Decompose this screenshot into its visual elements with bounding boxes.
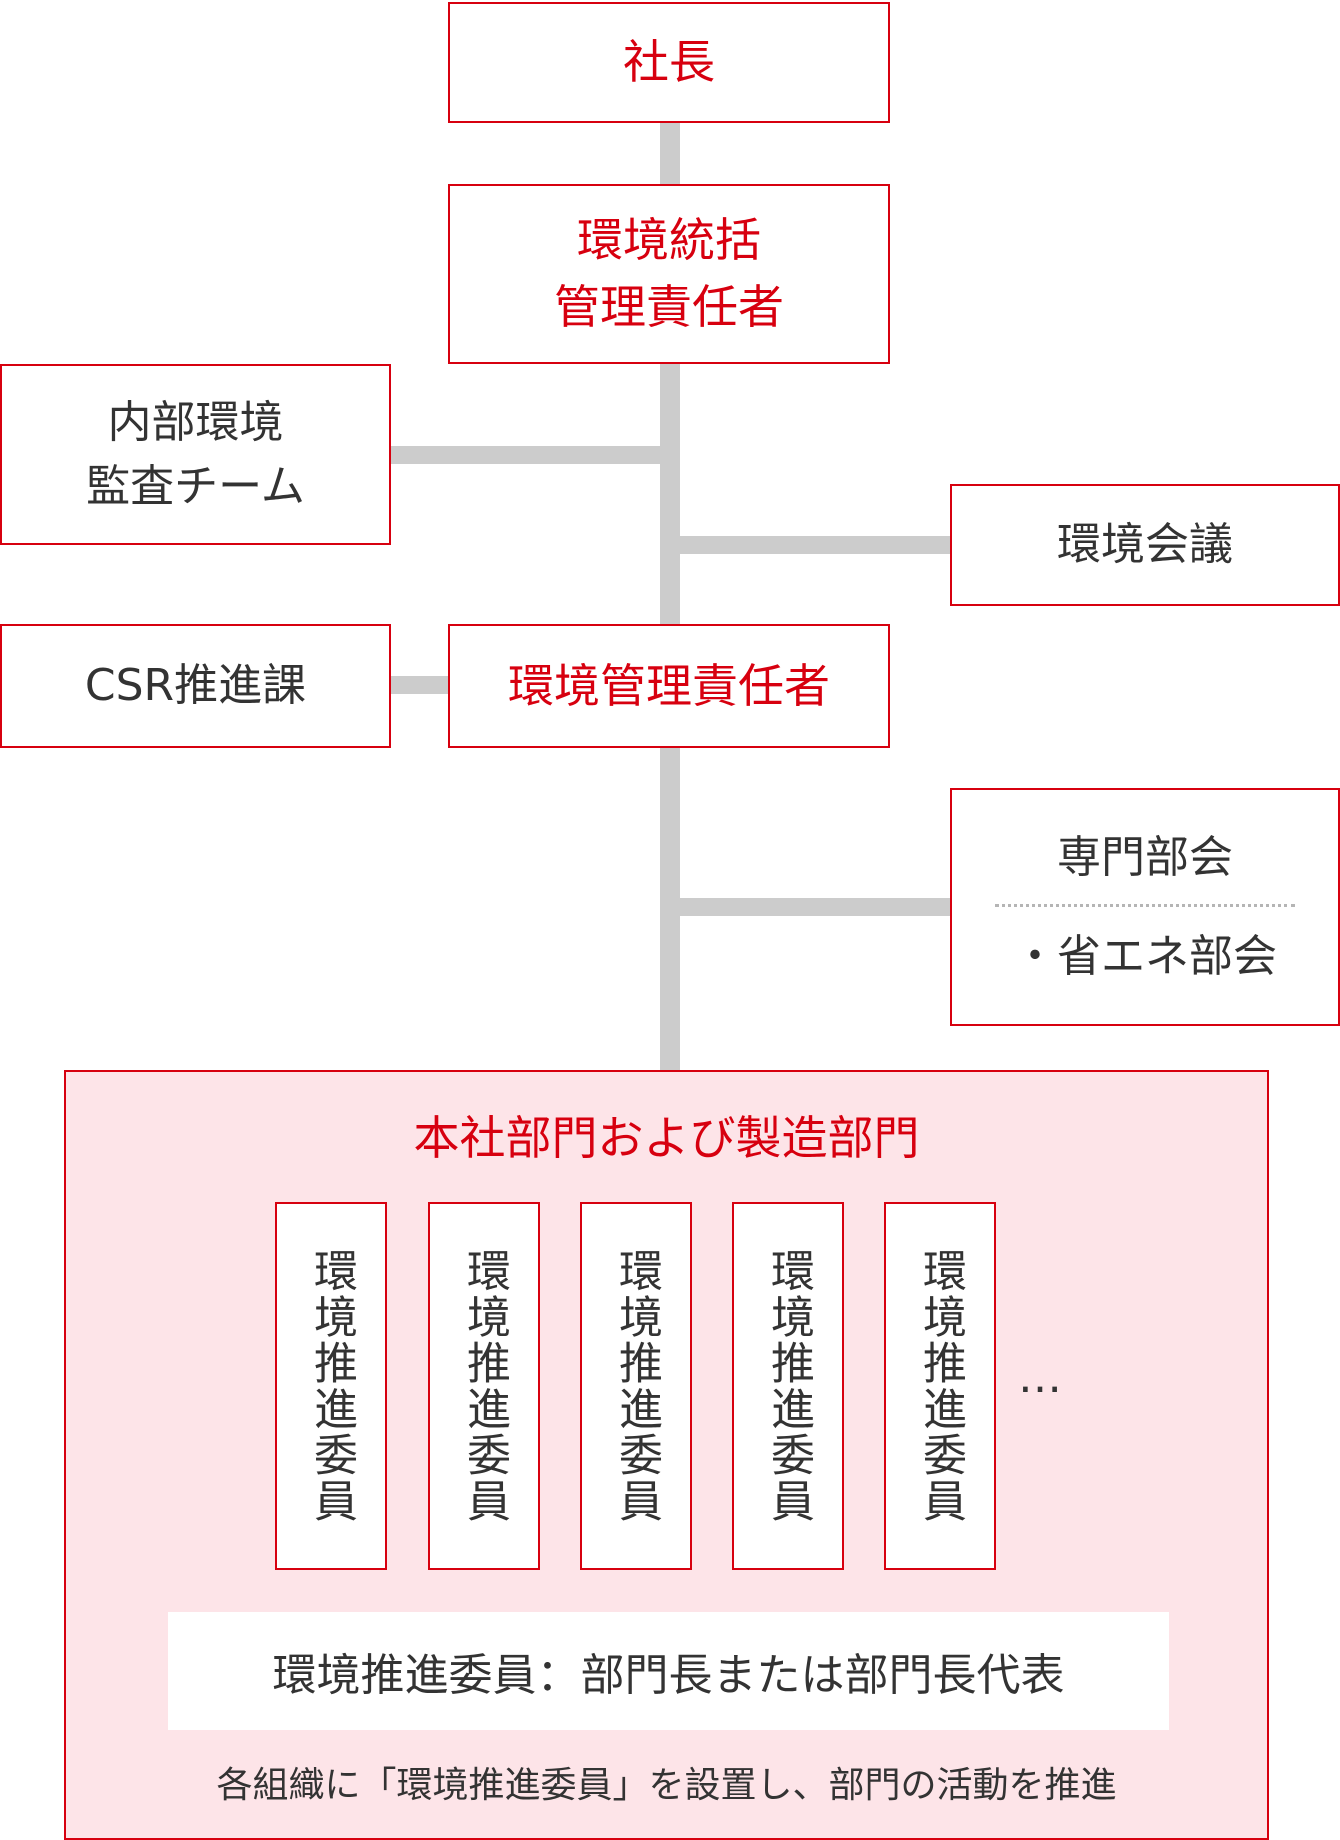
env-member-box-4: 環境推進委員 [732, 1202, 844, 1570]
president-box: 社長 [448, 2, 890, 123]
general-manager-line2: 管理責任者 [554, 280, 784, 334]
env-member-label: 環境推進委員 [611, 1248, 662, 1524]
internal-audit-line1: 内部環境 [107, 396, 284, 448]
committee-title: 専門部会 [1057, 831, 1233, 883]
general-manager-box: 環境統括 管理責任者 [448, 184, 890, 364]
connector-committee-branch [660, 898, 950, 916]
env-council-label: 環境会議 [1057, 519, 1233, 571]
internal-audit-line2: 監査チーム [86, 460, 305, 512]
departments-title: 本社部門および製造部門 [413, 1111, 920, 1165]
env-member-label: 環境推進委員 [763, 1248, 814, 1524]
connector-audit-branch [391, 446, 680, 464]
connector-csr-branch [391, 676, 449, 694]
committee-item: ・省エネ部会 [1013, 930, 1277, 982]
general-manager-line1: 環境統括 [577, 213, 761, 268]
env-member-label: 環境推進委員 [306, 1248, 357, 1524]
definition-box: 環境推進委員：部門長または部門長代表 [168, 1612, 1169, 1730]
env-member-box-1: 環境推進委員 [275, 1202, 387, 1570]
env-member-box-3: 環境推進委員 [580, 1202, 692, 1570]
env-member-box-2: 環境推進委員 [428, 1202, 540, 1570]
env-member-box-5: 環境推進委員 [884, 1202, 996, 1570]
env-manager-label: 環境管理責任者 [508, 658, 830, 713]
connector-president-to-general [660, 121, 680, 184]
env-member-label: 環境推進委員 [459, 1248, 510, 1524]
departments-note: 各組織に「環境推進委員」を設置し、部門の活動を推進 [216, 1765, 1117, 1806]
env-council-box: 環境会議 [950, 484, 1340, 606]
committee-divider [995, 903, 1295, 907]
president-label: 社長 [623, 35, 715, 90]
env-member-label: 環境推進委員 [915, 1248, 966, 1524]
members-ellipsis: … [1018, 1352, 1062, 1403]
definition-text: 環境推進委員：部門長または部門長代表 [272, 1650, 1065, 1701]
internal-audit-box: 内部環境 監査チーム [0, 364, 391, 545]
connector-main-trunk-upper [660, 364, 680, 624]
env-manager-box: 環境管理責任者 [448, 624, 890, 748]
csr-box: CSR推進課 [0, 624, 391, 748]
connector-council-branch [660, 536, 950, 554]
committee-box: 専門部会 ・省エネ部会 [950, 788, 1340, 1026]
csr-label: CSR推進課 [84, 660, 307, 712]
